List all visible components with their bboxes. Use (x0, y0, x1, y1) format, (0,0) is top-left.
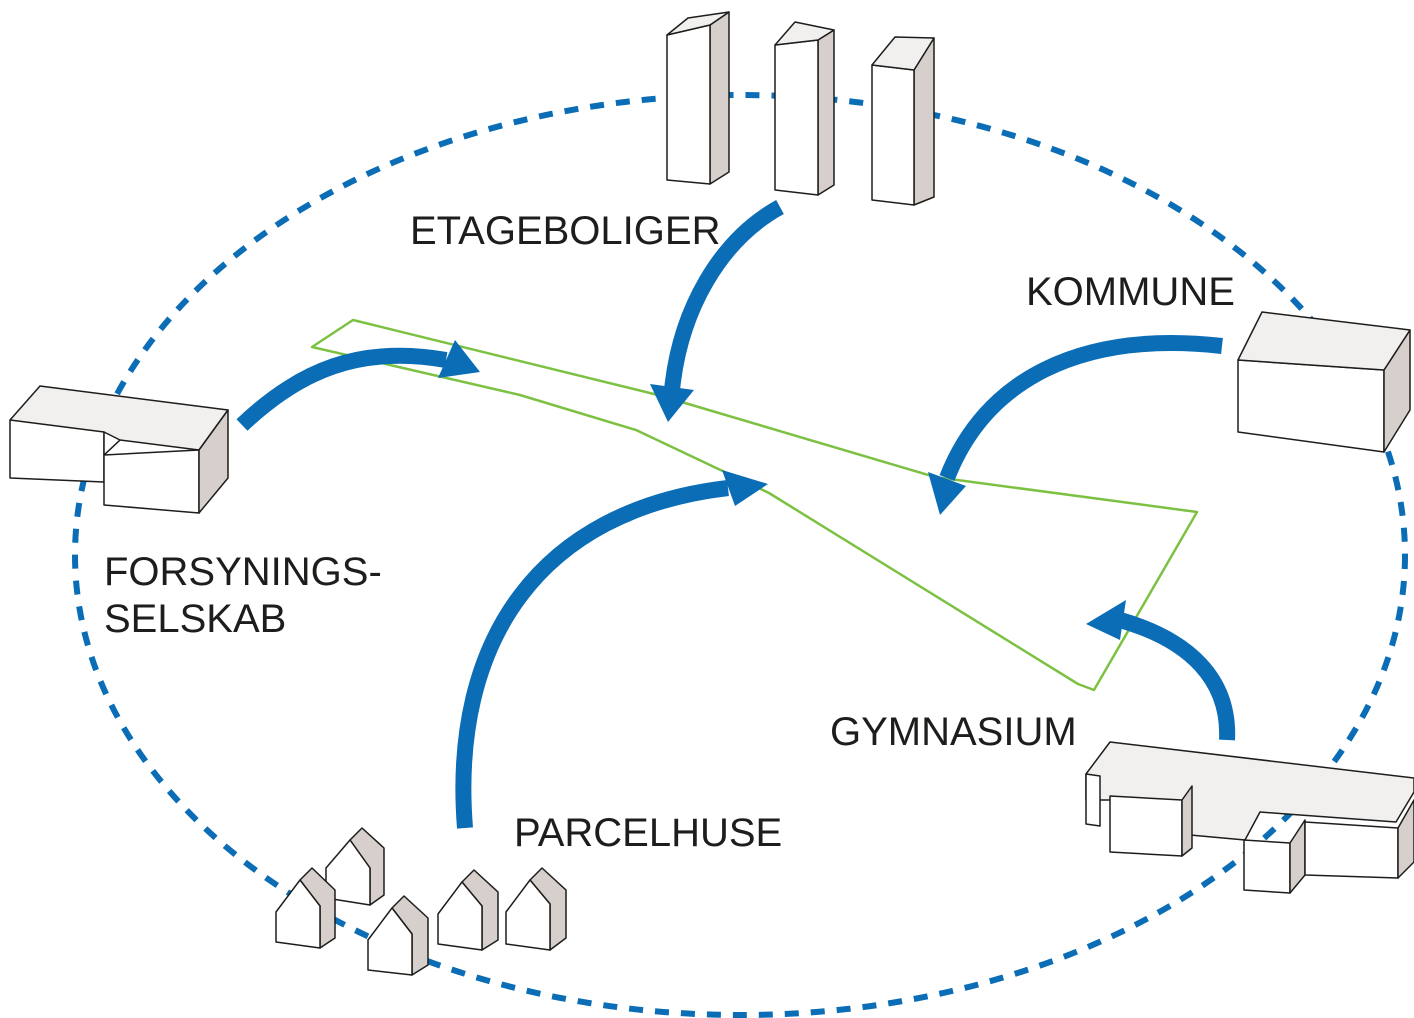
label-gymnasium: GYMNASIUM (830, 710, 1077, 754)
label-forsynings-line2: SELSKAB (104, 597, 286, 641)
arrowhead-apartments (650, 384, 694, 422)
label-forsynings-line1: FORSYNINGS- (104, 550, 382, 594)
arrowhead-houses (722, 470, 768, 506)
influence-arrows (236, 199, 1236, 829)
detached-houses-icon (275, 827, 567, 976)
utility-company-building-icon (9, 385, 229, 514)
arrow-houses-to-site (455, 480, 729, 829)
arrowhead-utility (438, 340, 480, 378)
site-outline (310, 318, 1199, 692)
label-etageboliger: ETAGEBOLIGER (410, 209, 720, 253)
apartment-towers-icon (666, 11, 935, 206)
label-kommune: KOMMUNE (1026, 270, 1235, 314)
high-school-building-icon (1085, 741, 1414, 894)
arrow-municipality-to-site (939, 335, 1223, 481)
arrowhead-municipality (928, 472, 966, 515)
arrow-heads (438, 340, 1126, 640)
label-parcelhuse: PARCELHUSE (514, 811, 782, 855)
arrow-school-to-site (1117, 612, 1236, 741)
arrow-utility-to-site (236, 347, 448, 431)
stakeholder-boundary (72, 92, 1408, 1018)
municipality-building-icon (1237, 311, 1411, 453)
arrowhead-school (1086, 600, 1126, 640)
arrow-apartments-to-site (664, 199, 784, 391)
